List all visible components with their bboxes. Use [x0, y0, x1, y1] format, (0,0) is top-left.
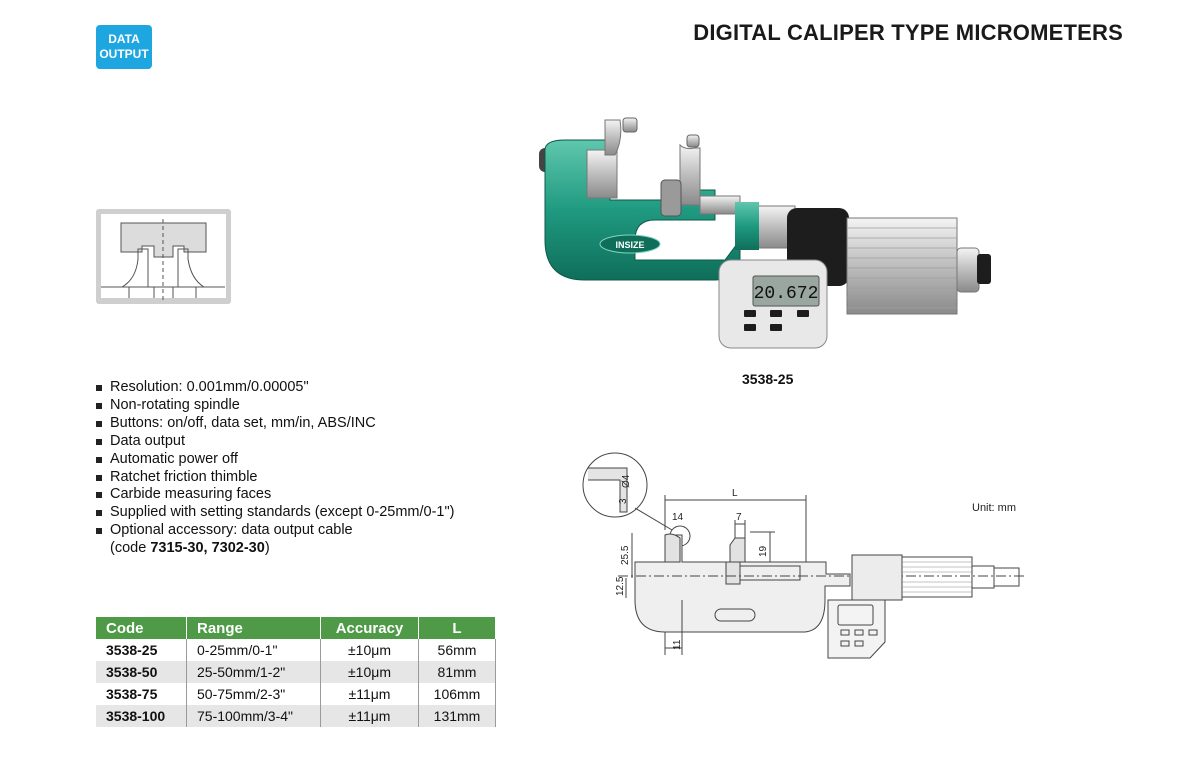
feature-item: Non-rotating spindle [96, 397, 454, 415]
brand-logo: INSIZE [615, 240, 644, 250]
accessory-code-line: (code 7315-30, 7302-30) [96, 540, 454, 558]
table-header-row: Code Range Accuracy L [96, 617, 496, 639]
accessory-code-suffix: ) [264, 540, 270, 557]
cell-accuracy: ±11μm [320, 705, 419, 727]
feature-item: Data output [96, 433, 454, 451]
column-header-length: L [418, 617, 496, 639]
feature-item: Optional accessory: data output cable [96, 522, 454, 540]
column-header-range: Range [186, 617, 321, 639]
product-code-label: 3538-25 [742, 371, 794, 387]
cell-code: 3538-50 [96, 661, 187, 683]
dim-3: 3 [618, 498, 629, 504]
lcd-reading: 20.672 [754, 284, 819, 304]
dim-7: 7 [736, 512, 742, 523]
specification-table: Code Range Accuracy L 3538-25 0-25mm/0-1… [96, 617, 496, 727]
feature-list: Resolution: 0.001mm/0.00005" Non-rotatin… [96, 379, 454, 558]
feature-item: Carbide measuring faces [96, 486, 454, 504]
dim-12-5: 12.5 [615, 576, 626, 596]
table-row: 3538-100 75-100mm/3-4" ±11μm 131mm [96, 705, 496, 727]
dimension-drawing: Ø4 3 L 14 7 19 25.5 12.5 11 [582, 452, 1025, 659]
cell-code: 3538-25 [96, 639, 187, 661]
cell-accuracy: ±11μm [320, 683, 419, 705]
dim-19: 19 [758, 545, 769, 557]
data-output-badge: DATA OUTPUT [96, 25, 152, 69]
dim-11: 11 [672, 639, 683, 650]
column-header-accuracy: Accuracy [320, 617, 419, 639]
cell-accuracy: ±10μm [320, 639, 419, 661]
feature-item: Supplied with setting standards (except … [96, 504, 454, 522]
column-header-code: Code [96, 617, 187, 639]
feature-item: Automatic power off [96, 451, 454, 469]
feature-item: Resolution: 0.001mm/0.00005" [96, 379, 454, 397]
dim-phi4: Ø4 [621, 474, 632, 488]
badge-line-2: OUTPUT [99, 47, 149, 61]
badge-line-1: DATA [108, 32, 140, 46]
table-row: 3538-75 50-75mm/2-3" ±11μm 106mm [96, 683, 496, 705]
cell-length: 81mm [418, 661, 496, 683]
accessory-codes: 7315-30, 7302-30 [150, 540, 265, 557]
measuring-face-section-image [96, 209, 231, 304]
feature-item: Ratchet friction thimble [96, 469, 454, 487]
accessory-code-prefix: (code [110, 540, 151, 557]
cell-length: 56mm [418, 639, 496, 661]
unit-label: Unit: mm [972, 502, 1016, 514]
page-title: DIGITAL CALIPER TYPE MICROMETERS [693, 20, 1123, 45]
cell-length: 106mm [418, 683, 496, 705]
micrometer-product-image: INSIZE 20.672 [539, 117, 991, 349]
feature-item: Buttons: on/off, data set, mm/in, ABS/IN… [96, 415, 454, 433]
dim-L: L [732, 488, 738, 499]
dim-25-5: 25.5 [620, 545, 631, 565]
cell-length: 131mm [418, 705, 496, 727]
table-row: 3538-25 0-25mm/0-1" ±10μm 56mm [96, 639, 496, 661]
cell-range: 0-25mm/0-1" [186, 639, 321, 661]
table-row: 3538-50 25-50mm/1-2" ±10μm 81mm [96, 661, 496, 683]
cell-accuracy: ±10μm [320, 661, 419, 683]
cell-range: 25-50mm/1-2" [186, 661, 321, 683]
cell-code: 3538-100 [96, 705, 187, 727]
cell-range: 50-75mm/2-3" [186, 683, 321, 705]
cell-code: 3538-75 [96, 683, 187, 705]
cell-range: 75-100mm/3-4" [186, 705, 321, 727]
dim-14: 14 [672, 512, 684, 523]
